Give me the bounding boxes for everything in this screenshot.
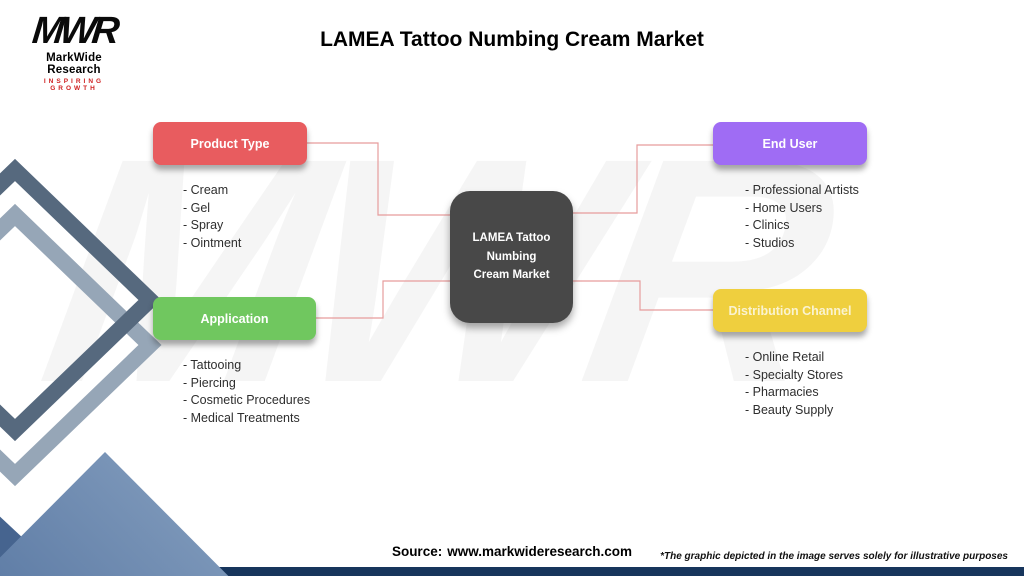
segment-item-list: - Cream - Gel - Spray - Ointment (153, 182, 307, 252)
segment-end-user: End User - Professional Artists - Home Us… (713, 122, 867, 252)
center-node-label: LAMEA Tattoo Numbing Cream Market (472, 232, 551, 282)
segment-item: - Home Users (745, 200, 823, 215)
logo-tagline: Inspiring Growth (43, 78, 105, 92)
disclaimer-note: *The graphic depicted in the image serve… (660, 551, 1008, 562)
segment-item: - Professional Artists (745, 183, 859, 197)
segment-label: Product Type (190, 136, 270, 151)
segment-item: - Online Retail (745, 350, 825, 364)
segment-label: End User (762, 136, 818, 151)
source-label: Source: (391, 544, 443, 559)
segment-item-list: - Tattooing - Piercing - Cosmetic Procedur… (153, 357, 316, 427)
connector-end-user (573, 144, 713, 214)
segment-item: - Studios (745, 235, 795, 250)
segment-item: - Gel (183, 200, 211, 215)
deco-diamond-light-icon (0, 203, 162, 487)
segment-item: - Medical Treatments (183, 410, 300, 425)
segment-application: Application - Tattooing - Piercing - Cosme… (153, 297, 316, 427)
segment-item: - Tattooing (183, 358, 242, 372)
brand-logo: MWR MarkWide Research Inspiring Growth (22, 10, 126, 92)
connector-application (316, 280, 450, 319)
segment-product-type: Product Type - Cream - Gel - Spray - Ointme… (153, 122, 307, 252)
segment-item: - Spray (183, 218, 224, 232)
segment-header-product-type: Product Type (153, 122, 307, 165)
segment-label: Distribution Channel (728, 303, 852, 318)
segment-header-end-user: End User (713, 122, 867, 165)
segment-label: Application (200, 311, 269, 326)
segment-header-application: Application (153, 297, 316, 340)
segment-header-distribution-channel: Distribution Channel (713, 289, 867, 332)
segment-item: - Clinics (745, 218, 790, 232)
center-node: LAMEA Tattoo Numbing Cream Market (450, 191, 573, 323)
source-line: Source: www.markwideresearch.com (0, 544, 1024, 559)
segment-item: - Beauty Supply (745, 402, 834, 417)
segment-item-list: - Online Retail - Specialty Stores - Pharm… (713, 349, 867, 419)
logo-company-name: MarkWide Research (46, 52, 102, 76)
connector-distribution-channel (573, 280, 713, 311)
segment-item: - Cream (183, 183, 229, 197)
segment-item-list: - Professional Artists - Home Users - Clin… (713, 182, 867, 252)
page-title: LAMEA Tattoo Numbing Cream Market (320, 28, 704, 51)
connector-product-type (307, 142, 450, 216)
deco-corner-diamond-icon (0, 516, 64, 576)
segment-item: - Ointment (183, 235, 242, 250)
bottom-bar (0, 567, 1024, 576)
segment-item: - Piercing (183, 375, 236, 390)
segment-item: - Cosmetic Procedures (183, 393, 311, 407)
segment-item: - Pharmacies (745, 385, 819, 399)
deco-diamond-dark-icon (0, 158, 162, 442)
segment-distribution-channel: Distribution Channel - Online Retail - Sp… (713, 289, 867, 419)
source-url: www.markwideresearch.com (447, 544, 633, 559)
segment-item: - Specialty Stores (745, 367, 843, 382)
